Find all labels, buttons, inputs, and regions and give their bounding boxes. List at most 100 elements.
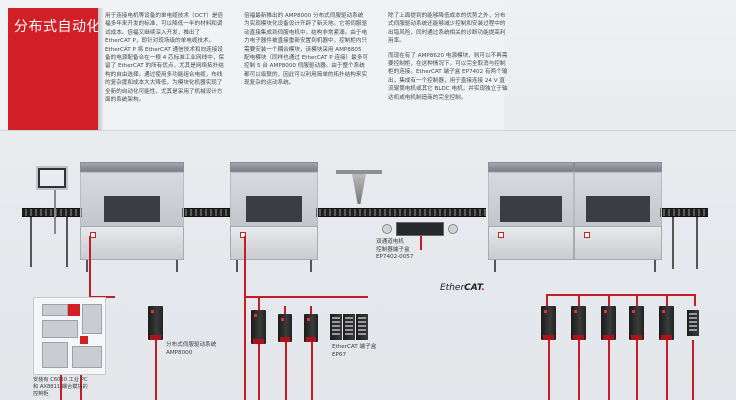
module-1-hood [80,162,184,172]
amp8000-servo-drive [659,306,674,340]
paragraph: 倍福最新推出的 AMP8000 分布式伺服驱动系统为实现模块化设备设计开辟了新天… [244,13,368,87]
paragraph: 而现在有了 AMP8620 电源模块，则可以不再需要控制柜，在这种情况下，可以完… [388,52,508,101]
wire [692,340,694,400]
ep67-label: EtherCAT 端子盒 EP67 [332,344,376,359]
label-line: 双通道电机 [376,239,404,245]
module-2-hood [230,162,318,172]
page-title: 分布式自动化 [14,19,101,35]
wire [310,306,312,314]
module-4-interior [586,196,650,222]
module-2-port [240,232,246,238]
leg [30,217,32,267]
module-3-interior [500,196,562,222]
wire [608,294,610,306]
ethercat-box-ep67 [330,314,342,340]
module-4-hood [574,162,662,172]
logo-ether: Ether [440,283,465,293]
label-line: 和 AX8811 耦合模块的 [33,383,88,390]
amp8000-label: 分布式伺服驱动系统 AMP8000 [166,342,216,357]
wire [311,342,313,400]
amp8000-servo-drive [278,314,292,342]
roller-motor-left [382,224,392,234]
leg [494,260,496,272]
cabinet-component [42,342,68,368]
label-line: EP7402-0057 [376,254,414,261]
module-1-base [80,226,184,260]
hmi-panel [36,166,68,190]
ethercat-box-ep67 [343,314,355,340]
label-line: EP67 [332,351,347,358]
text-column-1: 用于连接电机等设备的单电缆技术（OCT）是倍福多年来开发的标准，可以降低一半的材… [105,12,227,110]
leg [236,260,238,272]
amp8000-servo-drive [541,306,556,340]
wire [285,342,287,400]
delta-robot-mount [336,170,382,174]
leg [696,217,698,269]
conveyor-right [660,208,708,217]
amp8000-servo-drive [601,306,616,340]
ethercat-logo: EtherCAT. [440,283,485,293]
wire [546,294,548,306]
leg [654,260,656,272]
module-3-port [498,232,504,238]
label-line: 控制柜 [33,390,49,397]
cabinet-component [42,304,68,316]
label-line: EtherCAT 端子盒 [332,344,377,350]
leg [310,260,312,272]
wire [694,294,696,306]
amp8000-servo-drive [629,306,644,340]
wire [89,236,91,298]
control-cabinet [33,297,106,375]
title-shadow [98,8,104,130]
text-column-3: 除了上面提到的能够降低成本的优势之外，分布式伺服驱动系统还能够减少控制和安装过程… [388,12,510,108]
wire [578,294,580,306]
leg [672,217,674,269]
header-rule [0,130,736,131]
logo-mark: . [481,283,485,293]
amp8000-servo-drive [148,306,163,340]
wire [258,296,260,310]
logo-cat: CAT [464,283,482,293]
delta-robot-arms [352,174,366,204]
hmi-screen [40,170,64,186]
title-block: 分布式自动化 [8,8,101,130]
module-1-port [90,232,96,238]
paragraph: 用于连接电机等设备的单电缆技术（OCT）是倍福多年来开发的标准，可以降低一半的材… [105,13,224,104]
ethercat-box-ep67 [356,314,368,340]
hmi-pole [54,190,56,234]
conveyor-left [22,208,82,217]
coupler-ax8811 [80,336,88,344]
amp8000-servo-drive [251,310,266,344]
conveyor-mid1 [182,208,230,217]
amp8000-servo-drive [304,314,318,342]
paragraph: 除了上面提到的能够降低成本的优势之外，分布式伺服驱动系统还能够减少控制和安装过程… [388,13,506,45]
module-1-interior [104,196,160,222]
module-3-base [488,226,574,260]
wire [258,344,260,400]
cabinet-component [82,304,102,334]
module-4-base [574,226,662,260]
wire [60,372,62,400]
wire [546,294,696,296]
cabinet-component [68,304,80,316]
conveyor-mid2 [316,208,486,217]
wire [80,372,82,400]
module-4-port [584,232,590,238]
wire [420,236,422,250]
industrial-pc-c6030 [42,320,78,338]
amp8000-servo-drive [571,306,586,340]
wire [578,340,580,400]
control-cabinet-label: 安装有 C6030 工业 PC 和 AX8811 耦合模块的 控制柜 [33,377,88,397]
label-line: AMP8000 [166,349,193,356]
wire [244,296,368,298]
motor-controller-box [396,222,444,236]
wire [636,294,638,306]
motor-controller-label: 双通道电机 控制器端子盒 EP7402-0057 [376,239,413,262]
module-3-hood [488,162,574,172]
ethercat-box [687,310,699,336]
wire [608,340,610,400]
wire [548,340,550,400]
header-section: 分布式自动化 用于连接电机等设备的单电缆技术（OCT）是倍福多年来开发的标准，可… [0,0,507,130]
leg [86,260,88,272]
